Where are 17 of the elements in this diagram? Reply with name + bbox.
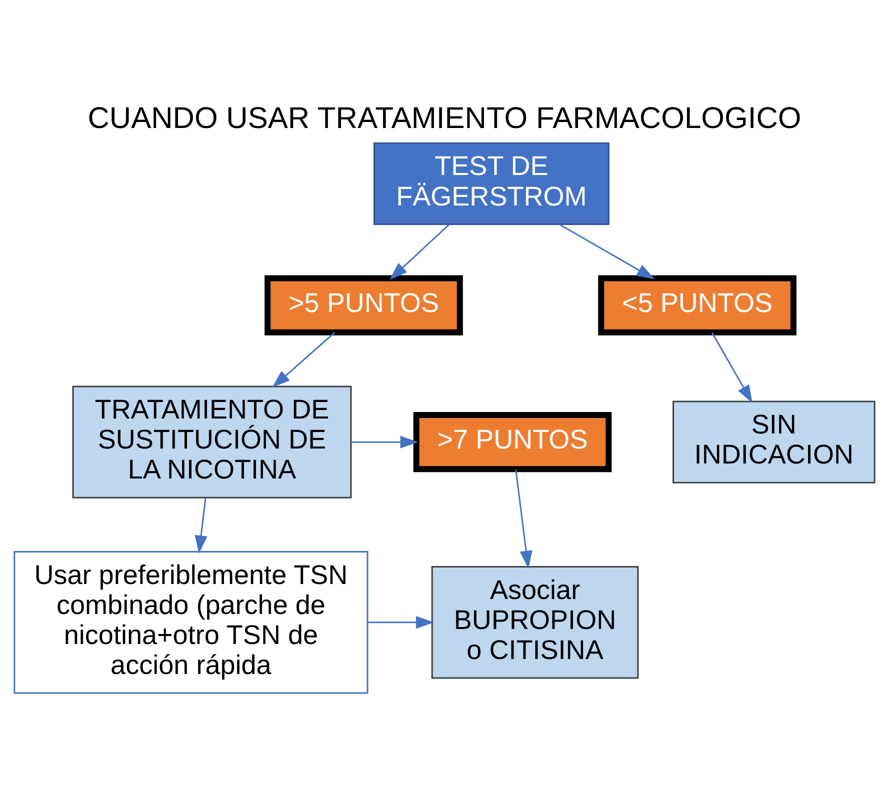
node-box: TEST DE FÄGERSTROM: [374, 142, 610, 224]
arrow: [711, 332, 752, 403]
arrow: [390, 224, 450, 280]
node-box: SIN INDICACION: [672, 400, 876, 483]
node-box: <5 PUNTOS: [598, 274, 796, 335]
arrow: [515, 468, 532, 568]
node-box: >5 PUNTOS: [264, 274, 463, 335]
arrow: [368, 616, 434, 628]
diagram-title: CUANDO USAR TRATAMIENTO FARMACOLOGICO: [88, 102, 802, 135]
arrow: [272, 332, 335, 388]
arrow: [194, 497, 208, 554]
node-box: Asociar BUPROPION o CITISINA: [431, 566, 639, 678]
node-box: TRATAMIENTO DE SUSTITUCIÓN DE LA NICOTINA: [72, 385, 352, 498]
node-box: Usar preferiblemente TSN combinado (parche de nicotina+otro TSN de acción rápida: [14, 550, 368, 694]
arrow: [351, 435, 418, 448]
arrow: [559, 223, 655, 279]
node-box: >7 PUNTOS: [413, 412, 612, 472]
